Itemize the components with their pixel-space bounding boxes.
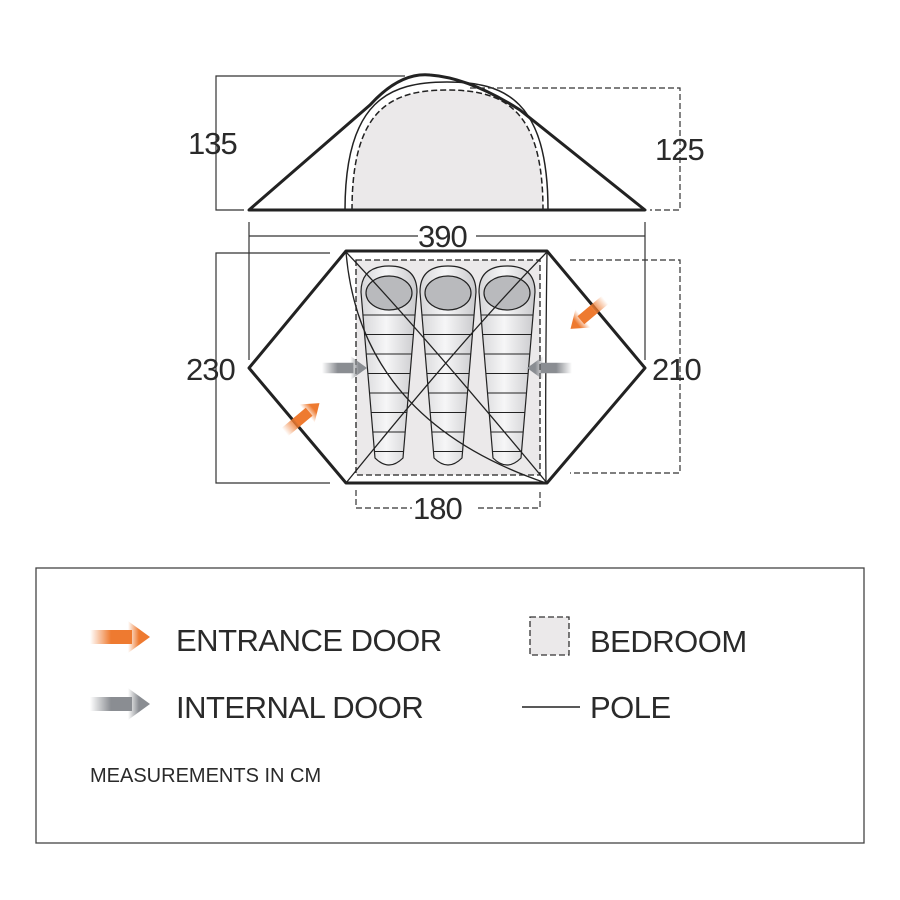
pole-legend-label: POLE [590,690,671,725]
flysheet-footprint [247,249,647,485]
dim-line-230 [215,252,330,484]
sleeping-bag-hood [365,275,413,311]
flysheet-outline [247,73,647,212]
length-dimension: 390 [248,219,646,360]
height-inner-label: 125 [655,132,704,167]
sleeping-bag-icon [478,265,536,466]
poles [345,251,548,484]
bedroom-legend-icon [529,616,570,656]
width-inner-label: 210 [652,352,701,387]
inner-tent-side [351,89,544,211]
floor-plan: 230 210 180 [186,249,702,526]
pole-arc-side [344,81,549,211]
legend: ENTRANCE DOOR INTERNAL DOOR BEDROOM POLE… [35,567,865,844]
dim-line-210 [570,259,681,474]
width-outer-label: 230 [186,352,235,387]
entrance-door-arrow-icon [277,393,328,442]
sleeping-bag-icon [360,265,418,466]
sleeping-bag-hood [424,275,472,311]
dim-line-135 [215,75,405,211]
height-outer-label: 135 [188,126,237,161]
dim-line-180 [355,490,412,509]
length-outer-label: 390 [418,219,467,254]
sleeping-bag-hood [483,275,531,311]
measurements-note: MEASUREMENTS IN CM [90,765,321,787]
entrance-door-legend-label: ENTRANCE DOOR [176,623,442,658]
length-inner-label: 180 [413,491,462,526]
bedroom-legend-label: BEDROOM [590,624,747,659]
side-view: 135 125 [188,73,705,212]
dim-line-180b [478,490,541,509]
sleeping-bags [360,265,536,466]
dim-line-125 [470,87,681,211]
internal-door-legend-label: INTERNAL DOOR [176,690,423,725]
